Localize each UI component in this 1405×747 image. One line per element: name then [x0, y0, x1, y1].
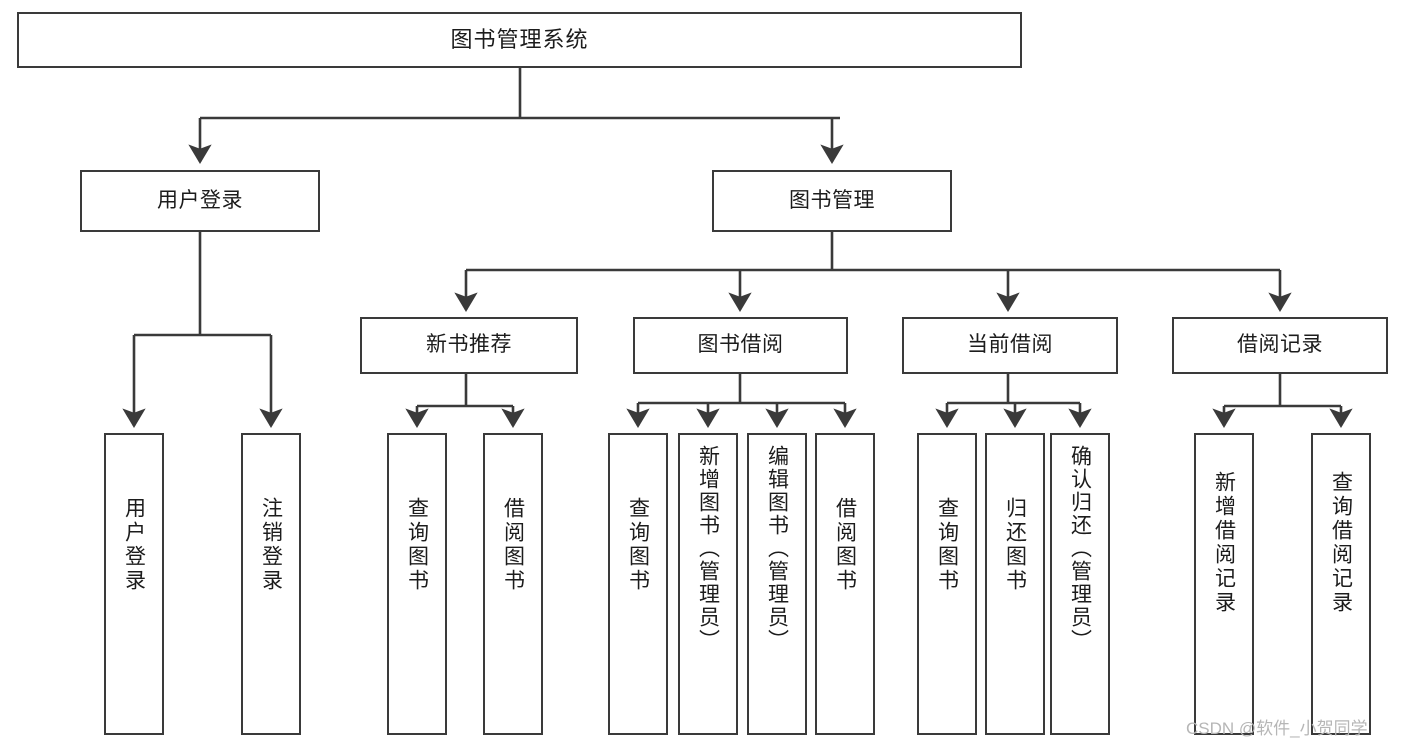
- node-book-borrow[interactable]: 图书借阅: [633, 317, 848, 374]
- leaf-borrow-edit-book-admin[interactable]: 编辑图书（管理员）: [747, 433, 807, 735]
- node-label: 用户登录: [157, 188, 243, 212]
- node-label: 查询图书: [405, 497, 429, 593]
- node-label: 新增图书（管理员）: [696, 445, 720, 652]
- leaf-borrow-add-book-admin[interactable]: 新增图书（管理员）: [678, 433, 738, 735]
- node-root-system[interactable]: 图书管理系统: [17, 12, 1022, 68]
- node-book-management[interactable]: 图书管理: [712, 170, 952, 232]
- leaf-new-books-borrow[interactable]: 借阅图书: [483, 433, 543, 735]
- node-label: 借阅图书: [501, 497, 525, 593]
- node-label: 新增借阅记录: [1212, 471, 1236, 615]
- node-label: 用户登录: [122, 497, 146, 593]
- node-label: 借阅图书: [833, 497, 857, 593]
- node-current-borrow[interactable]: 当前借阅: [902, 317, 1118, 374]
- leaf-current-confirm-return-admin[interactable]: 确认归还（管理员）: [1050, 433, 1110, 735]
- node-label: 编辑图书（管理员）: [765, 445, 789, 652]
- leaf-user-logout[interactable]: 注销登录: [241, 433, 301, 735]
- node-borrow-records[interactable]: 借阅记录: [1172, 317, 1388, 374]
- node-label: 注销登录: [259, 497, 283, 593]
- node-label: 新书推荐: [426, 333, 512, 357]
- node-new-book-recommend[interactable]: 新书推荐: [360, 317, 578, 374]
- leaf-borrow-query-book[interactable]: 查询图书: [608, 433, 668, 735]
- leaf-current-return-book[interactable]: 归还图书: [985, 433, 1045, 735]
- node-label: 查询借阅记录: [1329, 471, 1353, 615]
- node-label: 图书借阅: [697, 333, 784, 357]
- node-label: 归还图书: [1003, 497, 1027, 593]
- leaf-new-books-query[interactable]: 查询图书: [387, 433, 447, 735]
- leaf-borrow-borrow-book[interactable]: 借阅图书: [815, 433, 875, 735]
- node-label: 当前借阅: [967, 333, 1053, 357]
- leaf-records-query-record[interactable]: 查询借阅记录: [1311, 433, 1371, 735]
- node-label: 图书管理: [789, 188, 875, 212]
- node-label: 确认归还（管理员）: [1068, 445, 1092, 652]
- node-label: 查询图书: [626, 497, 650, 593]
- csdn-watermark: CSDN @软件_小贺同学: [1186, 719, 1368, 738]
- leaf-user-login[interactable]: 用户登录: [104, 433, 164, 735]
- leaf-current-query-book[interactable]: 查询图书: [917, 433, 977, 735]
- node-user-login[interactable]: 用户登录: [80, 170, 320, 232]
- node-label: 图书管理系统: [450, 27, 589, 53]
- node-label: 借阅记录: [1237, 333, 1323, 357]
- leaf-records-add-record[interactable]: 新增借阅记录: [1194, 433, 1254, 735]
- node-label: 查询图书: [935, 497, 959, 593]
